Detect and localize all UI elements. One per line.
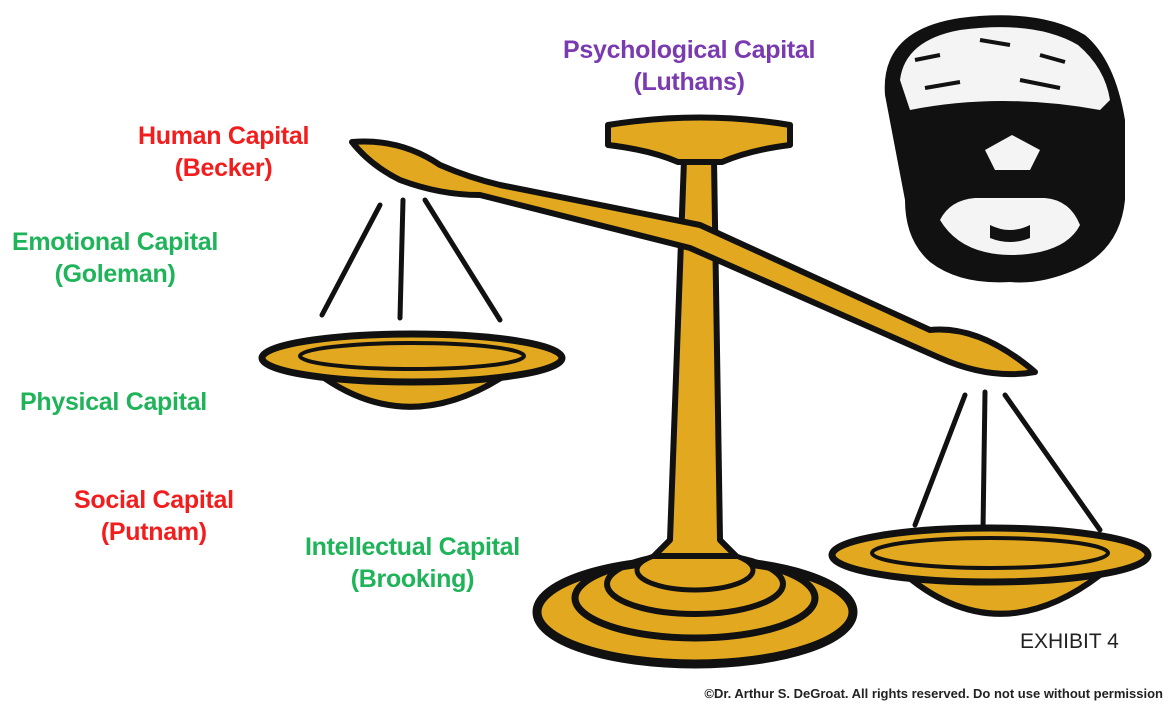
label-human-line1: Human Capital: [138, 122, 310, 150]
scale-beam: [349, 138, 1038, 378]
label-physical-line1: Physical Capital: [20, 388, 207, 416]
left-pan-strings: [319, 197, 503, 323]
soldier-face-icon: [884, 15, 1125, 283]
scale-base: [532, 547, 858, 669]
copyright-notice: ©Dr. Arthur S. DeGroat. All rights reser…: [704, 686, 1163, 701]
right-pan: [828, 524, 1152, 617]
label-psychological-line2: (Luthans): [633, 68, 745, 96]
label-social-capital: Social Capital (Putnam): [74, 484, 234, 548]
label-human-capital: Human Capital (Becker): [138, 120, 309, 184]
label-physical-capital: Physical Capital: [20, 386, 207, 418]
label-emotional-line2: (Goleman): [54, 260, 176, 288]
exhibit-label: EXHIBIT 4: [1020, 630, 1119, 653]
label-psychological-capital: Psychological Capital (Luthans): [563, 34, 815, 98]
label-psychological-line1: Psychological Capital: [563, 36, 816, 64]
label-intellectual-line1: Intellectual Capital: [305, 533, 520, 561]
label-social-line1: Social Capital: [74, 486, 234, 514]
label-human-line2: (Becker): [174, 154, 273, 182]
left-pan: [258, 330, 566, 410]
scale-top: [605, 114, 793, 165]
label-social-line2: (Putnam): [100, 518, 207, 546]
right-pan-strings: [912, 389, 1103, 533]
label-intellectual-line2: (Brooking): [350, 565, 475, 593]
label-intellectual-capital: Intellectual Capital (Brooking): [305, 531, 520, 595]
label-emotional-line1: Emotional Capital: [12, 228, 219, 256]
label-emotional-capital: Emotional Capital (Goleman): [12, 226, 218, 290]
